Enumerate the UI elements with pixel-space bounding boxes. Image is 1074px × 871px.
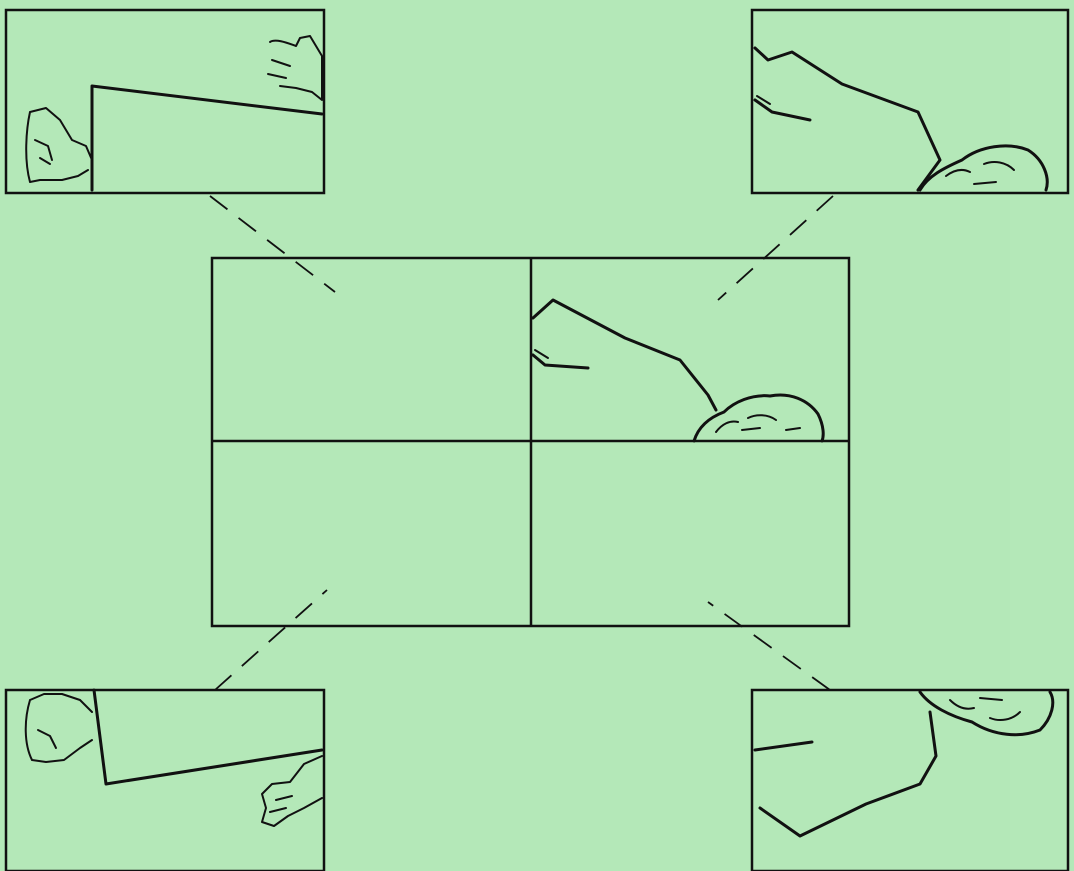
connector-top-left (209, 195, 336, 293)
corner-view-bottom-left (4, 688, 326, 871)
robe-outline (90, 84, 324, 192)
corner-frame (750, 8, 1070, 195)
connector-bottom-right (707, 601, 831, 691)
connector-top-right (717, 195, 834, 301)
shoulder-outline (753, 46, 942, 192)
corner-frame (750, 688, 1070, 871)
hand-icon (267, 35, 323, 101)
foot-icon (25, 107, 93, 183)
corner-frame (4, 8, 326, 195)
corner-view-top-right (750, 8, 1070, 195)
central-grid (210, 256, 851, 628)
foot-icon (24, 693, 93, 763)
shoulder-outline (758, 710, 938, 838)
head-icon (918, 144, 1049, 192)
corner-view-bottom-right (750, 688, 1070, 871)
robe-outline (92, 688, 324, 786)
grid-cell-top-right-figure (531, 298, 825, 443)
connector-bottom-left (214, 589, 328, 691)
corner-view-top-left (4, 8, 326, 195)
head-icon (918, 690, 1055, 737)
corner-frame (4, 688, 326, 871)
hand-icon (261, 755, 323, 827)
